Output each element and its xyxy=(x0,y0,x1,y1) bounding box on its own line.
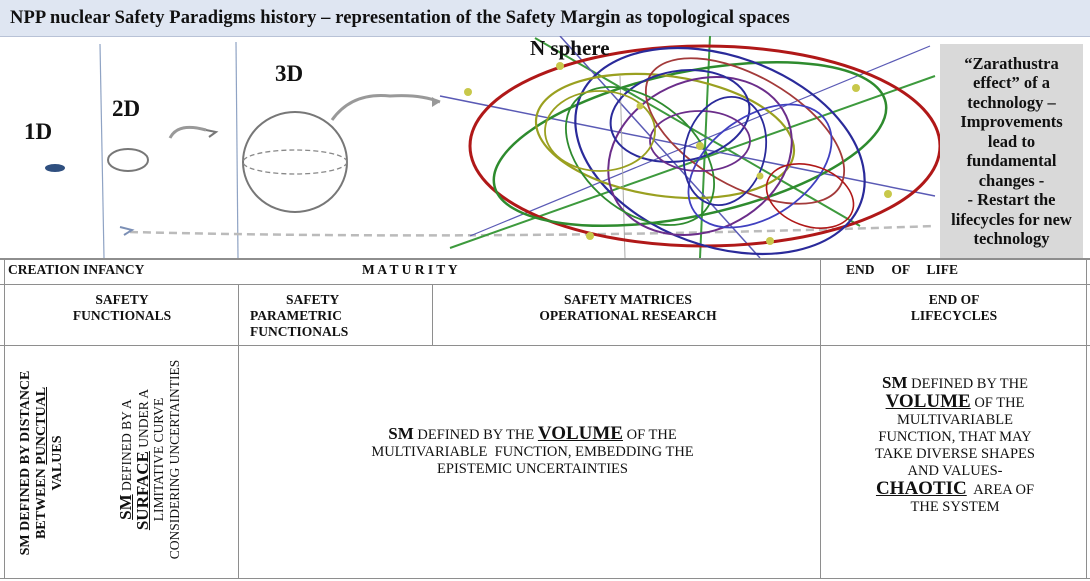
header-end-of-lifecycles: END OF LIFECYCLES xyxy=(824,292,1084,324)
sm-chaotic-line: SM DEFINED BY THE xyxy=(823,374,1087,393)
zarathustra-line: technology – xyxy=(967,92,1056,112)
phase-end-of-life: END OF LIFE xyxy=(846,262,959,277)
divider xyxy=(0,345,1090,346)
zarathustra-line: effect” of a xyxy=(973,73,1050,92)
zarathustra-line: lifecycles for new xyxy=(951,209,1072,229)
zarathustra-line: - Restart the xyxy=(967,190,1056,209)
sm-surface-line: SURFACE UNDER A xyxy=(132,347,152,572)
sm-volume-chaotic: SM DEFINED BY THE VOLUME OF THE MULTIVAR… xyxy=(823,374,1087,516)
text-fragment: BETWEEN xyxy=(34,464,49,540)
phase-maturity: M A T U R I T Y xyxy=(362,262,458,277)
zarathustra-line: changes - xyxy=(978,170,1045,190)
zarathustra-line: “Zarathustra xyxy=(964,53,1059,73)
sm-chaotic-line: MULTIVARIABLE xyxy=(896,412,1013,428)
text-fragment: SURFACE xyxy=(132,451,152,531)
text-fragment: VOLUME xyxy=(885,391,971,412)
slide-title: NPP nuclear Safety Paradigms history – r… xyxy=(10,7,790,28)
header-line: FUNCTIONALS xyxy=(72,308,172,323)
sm-surface-curve: SM DEFINED BY A SURFACE UNDER A LIMITATI… xyxy=(116,347,182,572)
text-fragment: OF THE xyxy=(970,395,1025,411)
sphere-3d xyxy=(242,111,348,213)
text-fragment: DEFINED BY THE xyxy=(907,376,1028,392)
sm-volume-line: MULTIVARIABLE FUNCTION, EMBEDDING THE xyxy=(371,444,694,460)
divider xyxy=(1086,258,1087,579)
header-safety-parametric: SAFETY PARAMETRIC FUNCTIONALS xyxy=(250,292,400,340)
topology-figure: 1D 2D 3D N sphere xyxy=(0,36,1090,258)
header-safety-matrices: SAFETY MATRICES OPERATIONAL RESEARCH xyxy=(438,292,818,324)
label-2d: 2D xyxy=(112,96,141,121)
divider xyxy=(4,258,5,579)
header-line: END OF xyxy=(928,292,980,307)
divider xyxy=(820,258,821,579)
header-line: LIFECYCLES xyxy=(910,308,998,323)
header-safety-functionals: SAFETY FUNCTIONALS xyxy=(8,292,236,324)
divider xyxy=(0,578,1090,579)
text-fragment: SM xyxy=(388,424,414,443)
zarathustra-line: Improvements xyxy=(960,112,1063,131)
text-fragment: VOLUME xyxy=(537,423,623,444)
divider xyxy=(238,284,239,579)
zarathustra-text: “Zarathustra effect” of a technology – I… xyxy=(947,52,1076,251)
divider xyxy=(0,284,1090,285)
label-n-sphere: N sphere xyxy=(530,36,610,60)
text-fragment: CHAOTIC xyxy=(875,478,967,499)
text-fragment: DEFINED BY THE xyxy=(413,427,538,443)
sm-punctual-line: SM DEFINED BY DISTANCE xyxy=(18,370,33,556)
text-fragment: AREA OF xyxy=(966,482,1035,498)
zarathustra-note: “Zarathustra effect” of a technology – I… xyxy=(940,44,1083,258)
label-1d: 1D xyxy=(24,119,53,144)
sm-surface-line: LIMITATIVE CURVE xyxy=(151,397,166,522)
circle-2d xyxy=(107,148,149,172)
divider xyxy=(432,285,433,345)
sm-punctual-line: BETWEEN PUNCTUAL xyxy=(34,354,50,572)
sm-chaotic-line: AND VALUES- xyxy=(907,463,1003,479)
header-line: PARAMETRIC xyxy=(250,308,342,323)
text-fragment: UNDER A xyxy=(135,388,151,452)
zarathustra-line: fundamental xyxy=(966,151,1057,170)
sm-chaotic-line: CHAOTIC AREA OF xyxy=(823,478,1087,499)
zarathustra-line: lead to xyxy=(987,131,1036,151)
label-3d: 3D xyxy=(275,61,304,86)
point-1d xyxy=(45,164,65,172)
sm-punctual-line: VALUES xyxy=(50,435,65,491)
sm-chaotic-line: THE SYSTEM xyxy=(910,499,1000,515)
sm-volume-line: EPISTEMIC UNCERTAINTIES xyxy=(437,461,628,477)
zarathustra-line: technology xyxy=(973,229,1050,248)
text-fragment: SM xyxy=(882,373,908,392)
n-sphere xyxy=(439,36,942,258)
header-line: OPERATIONAL RESEARCH xyxy=(539,308,717,323)
text-fragment: PUNCTUAL xyxy=(34,386,49,465)
header-line: SAFETY xyxy=(95,292,149,307)
sm-volume-line: SM DEFINED BY THE VOLUME OF THE xyxy=(245,423,820,444)
topology-illustration xyxy=(45,36,942,258)
header-line: FUNCTIONALS xyxy=(250,324,349,339)
sm-chaotic-line: TAKE DIVERSE SHAPES xyxy=(875,446,1035,462)
text-fragment: OF THE xyxy=(622,427,677,443)
sm-punctual-values: SM DEFINED BY DISTANCE BETWEEN PUNCTUAL … xyxy=(18,354,66,572)
sm-surface-line: CONSIDERING UNCERTAINTIES xyxy=(166,359,182,560)
header-line: SAFETY MATRICES xyxy=(564,292,692,307)
sm-volume-epistemic: SM DEFINED BY THE VOLUME OF THE MULTIVAR… xyxy=(245,423,820,478)
title-bar: NPP nuclear Safety Paradigms history – r… xyxy=(0,0,1090,37)
sm-chaotic-line: FUNCTION, THAT MAY xyxy=(878,429,1032,445)
divider xyxy=(0,258,1090,260)
sm-chaotic-line: VOLUME OF THE xyxy=(823,391,1087,412)
phase-creation: CREATION INFANCY xyxy=(8,262,145,277)
header-line: SAFETY xyxy=(286,292,340,307)
